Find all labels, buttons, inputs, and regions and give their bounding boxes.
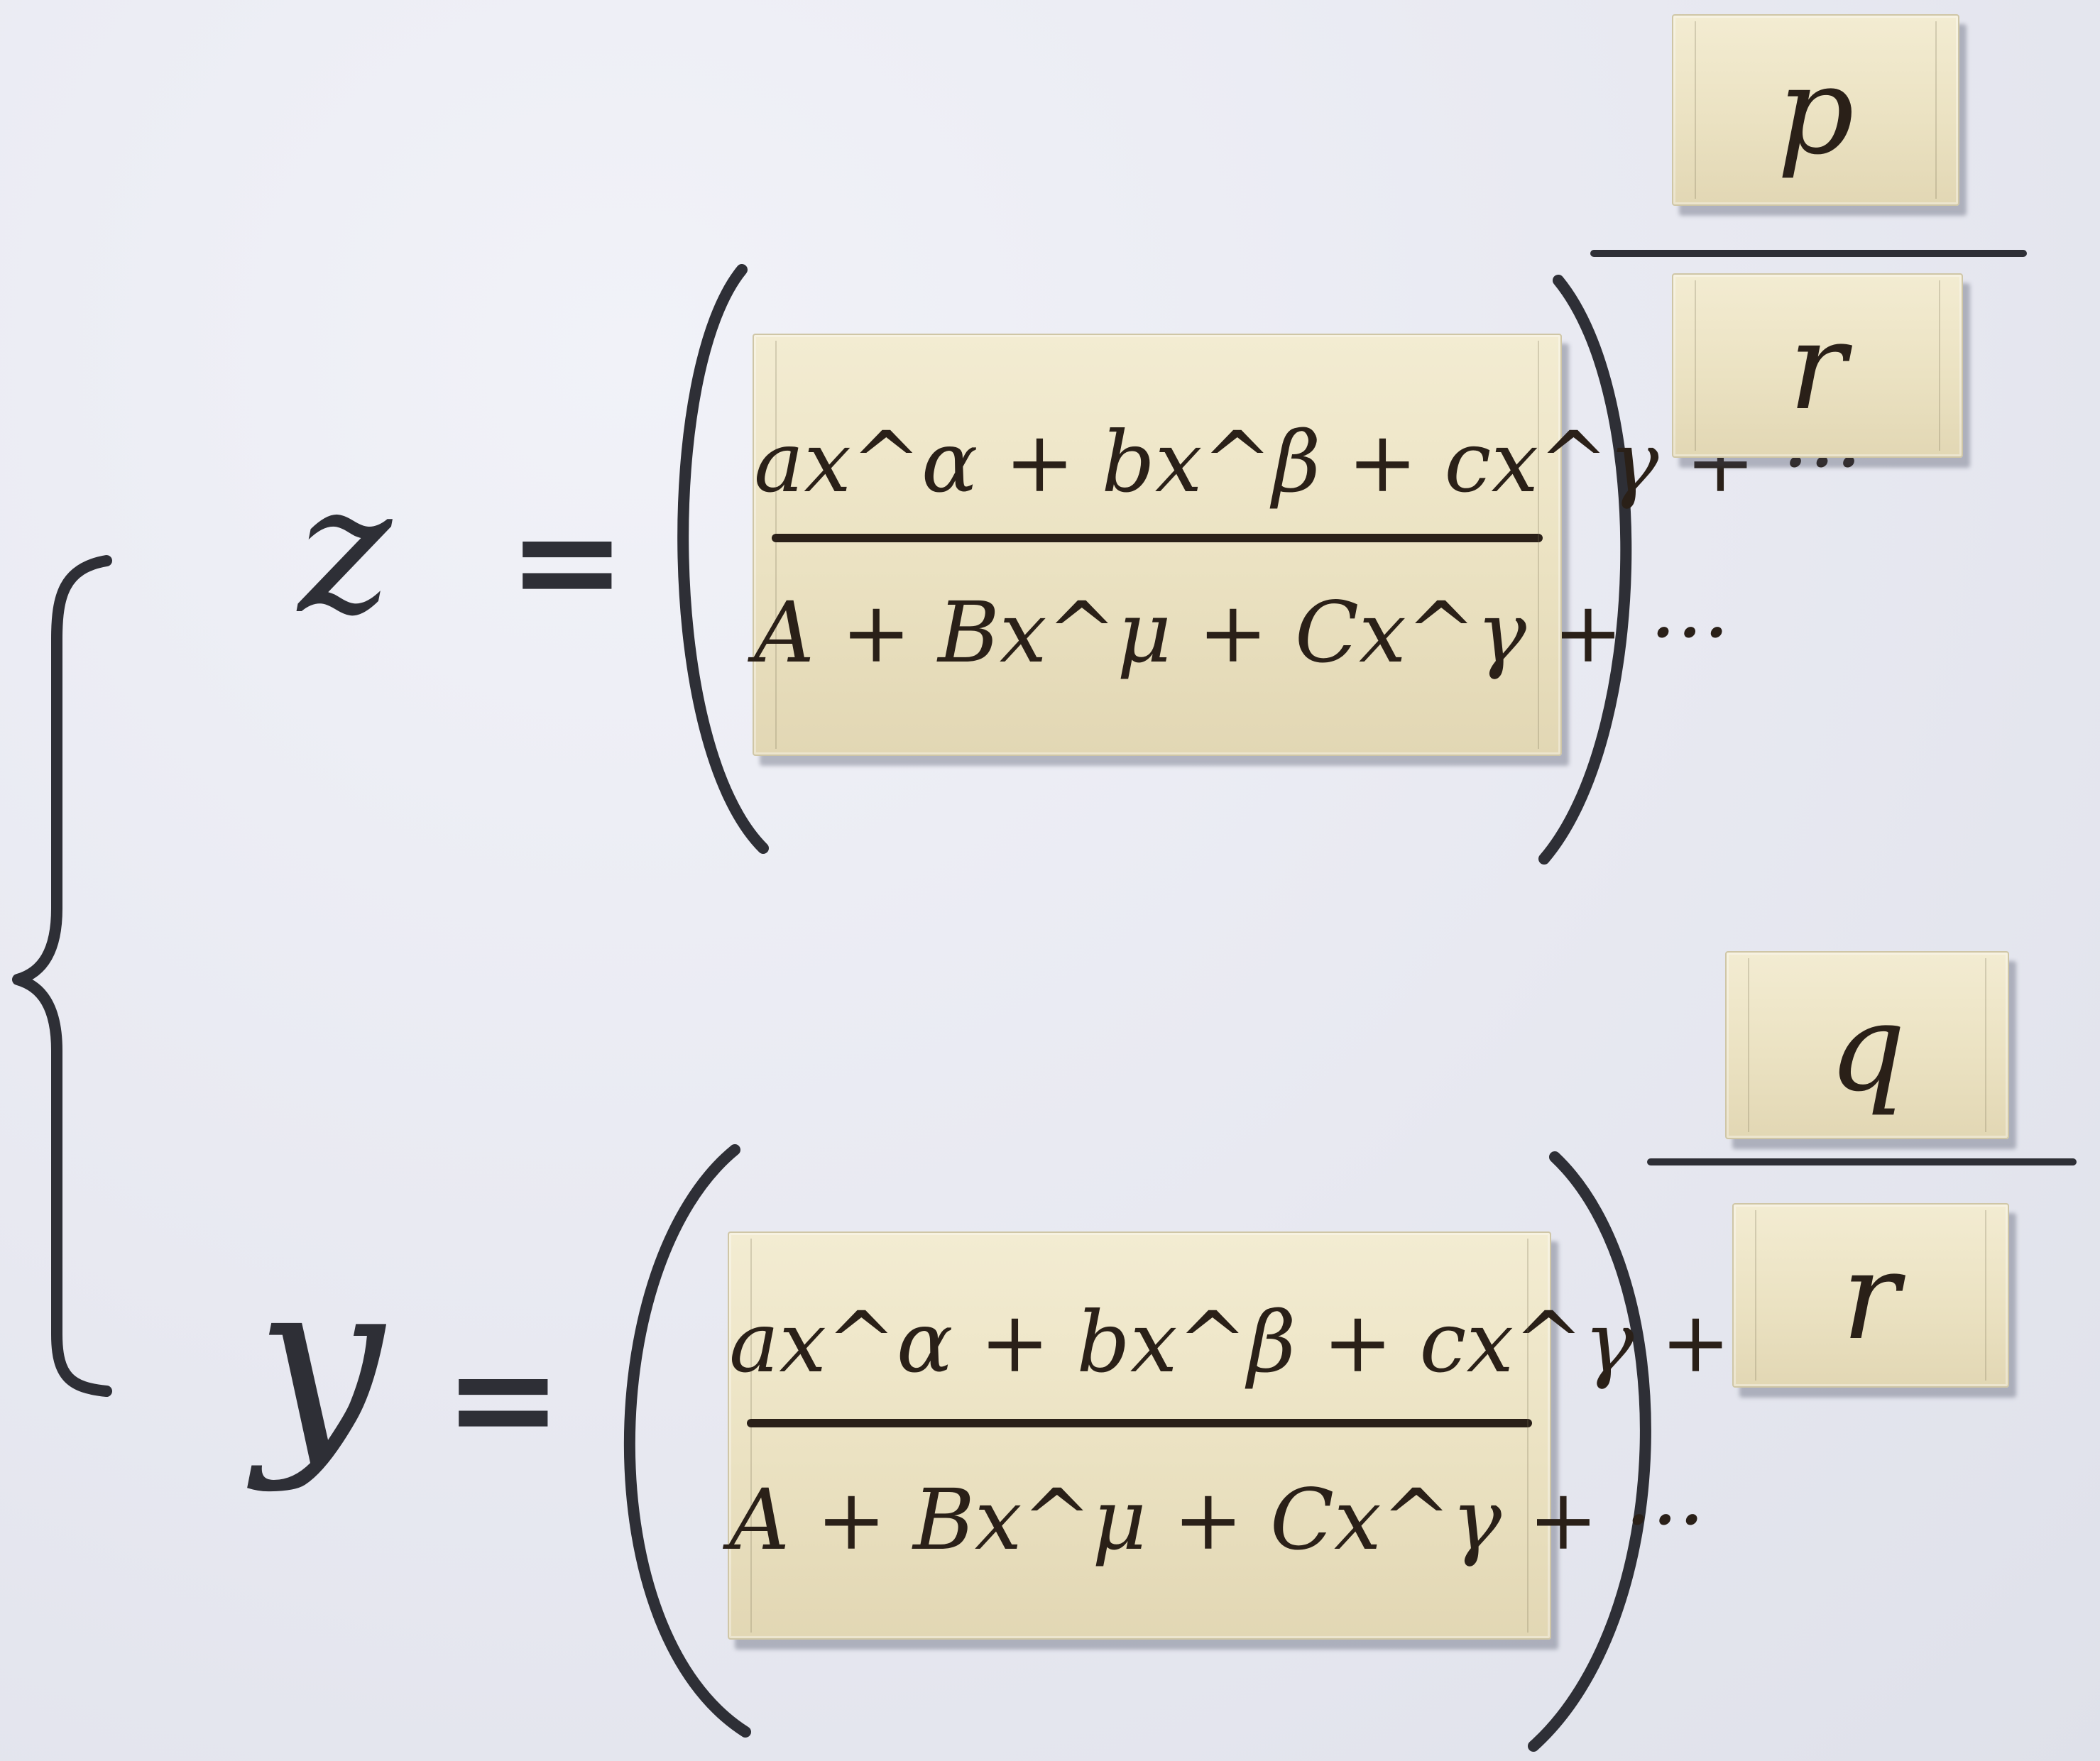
bottom-denominator: A + Bx^μ + Cx^γ + ··· <box>729 1471 1705 1569</box>
top-exponent-bar <box>1590 250 2027 257</box>
lhs-z: z <box>298 446 392 653</box>
equals-sign-top: = <box>508 477 627 644</box>
exponent-r-bottom: r <box>1842 1227 1900 1367</box>
exponent-numerator-tile-q: q <box>1725 951 2009 1139</box>
bottom-exponent-bar <box>1647 1158 2077 1165</box>
bottom-fraction-bar <box>747 1419 1532 1427</box>
top-numerator: ax^α + bx^β + cx^γ + ··· <box>754 413 1862 511</box>
bottom-numerator: ax^α + bx^β + cx^γ + ··· <box>729 1293 1837 1391</box>
top-paren-left <box>677 264 769 854</box>
top-fraction-bar <box>772 534 1543 542</box>
exponent-denominator-tile-r-bottom: r <box>1732 1203 2009 1388</box>
top-fraction-tile: ax^α + bx^β + cx^γ + ··· A + Bx^μ + Cx^γ… <box>753 334 1862 756</box>
top-denominator: A + Bx^μ + Cx^γ + ··· <box>754 583 1730 681</box>
lhs-y: y <box>256 1231 384 1495</box>
equals-sign-bottom: = <box>444 1315 563 1481</box>
exponent-r-top: r <box>1788 297 1847 437</box>
exponent-q: q <box>1828 978 1906 1119</box>
exponent-numerator-tile-p: p <box>1672 14 1959 206</box>
bottom-fraction-tile: ax^α + bx^β + cx^γ + ··· A + Bx^μ + Cx^γ… <box>728 1231 1837 1640</box>
exponent-denominator-tile-r-top: r <box>1672 273 1963 458</box>
top-paren-right <box>1538 275 1632 865</box>
exponent-p: p <box>1777 41 1854 182</box>
left-curly-brace <box>12 555 112 1397</box>
bottom-paren-right <box>1528 1151 1651 1752</box>
bottom-paren-left <box>623 1144 751 1738</box>
